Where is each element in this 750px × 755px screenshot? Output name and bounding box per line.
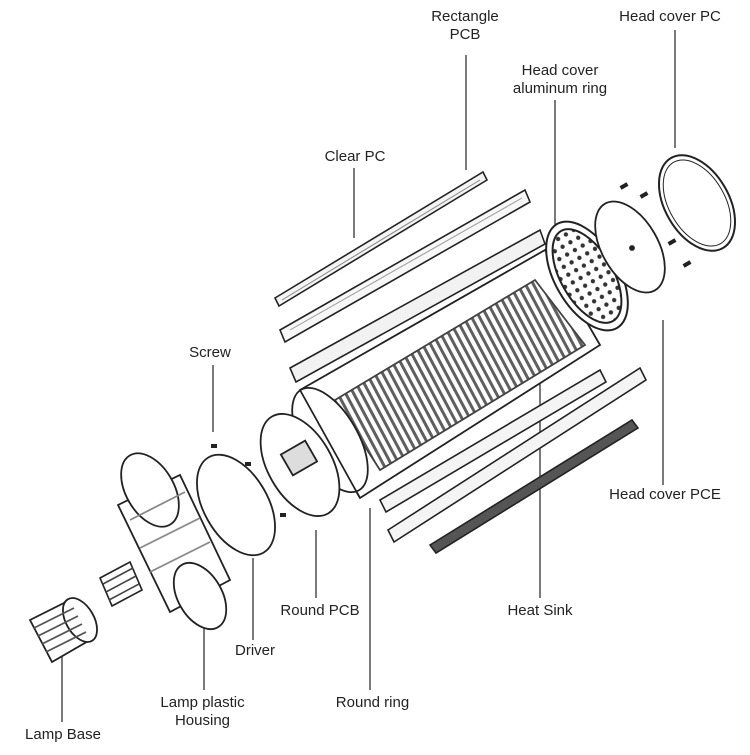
lower-strips — [378, 366, 648, 555]
upper-strip — [288, 228, 546, 384]
label-screw: Screw — [189, 344, 231, 361]
housing-thread — [98, 560, 144, 608]
label-round-pcb: Round PCB — [280, 602, 360, 619]
label-clear-pc: Clear PC — [324, 148, 386, 165]
label-head-cover-pce: Head cover PCE — [609, 486, 721, 503]
heat-sink-body — [291, 248, 602, 500]
lamp-base — [28, 597, 98, 664]
label-driver: Driver — [235, 642, 275, 659]
clear-pc-strip — [273, 170, 489, 308]
head-screws — [619, 182, 692, 268]
driver-disc — [196, 453, 276, 557]
round-pcb — [259, 413, 341, 517]
label-rectangle-pcb: Rectangle PCB — [431, 8, 499, 43]
label-round-ring: Round ring — [335, 694, 410, 711]
rectangle-pcb-strip — [278, 188, 532, 344]
label-heat-sink: Heat Sink — [507, 602, 573, 619]
label-lamp-base: Lamp Base — [25, 726, 101, 743]
head-cover-pce — [594, 200, 666, 294]
label-head-cover-pc: Head cover PC — [619, 8, 721, 25]
lamp-plastic-housing — [116, 452, 232, 630]
label-lamp-plastic-housing: Lamp plastic Housing — [160, 694, 245, 729]
label-head-cover-aluminum-ring: Head cover aluminum ring — [512, 62, 608, 97]
head-cover-pc — [658, 154, 736, 252]
